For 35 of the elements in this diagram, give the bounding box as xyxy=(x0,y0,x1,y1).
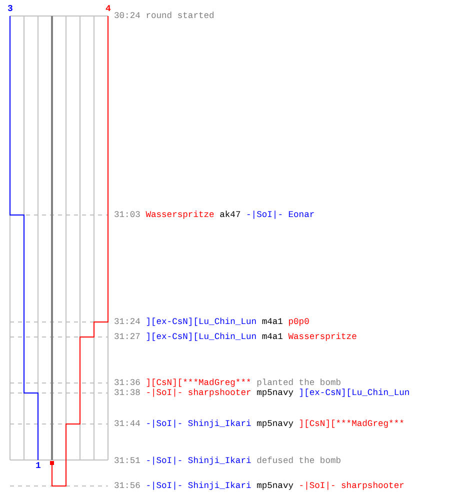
timestamp: 31:51 xyxy=(114,456,140,466)
timestamp: 30:24 xyxy=(114,11,140,21)
player-name: -|SoI|- Shinji_Ikari xyxy=(146,419,252,429)
player-count: 3 xyxy=(8,4,13,14)
timestamp: 31:36 xyxy=(114,378,140,388)
player-name: ][ex-CsN][Lu_Chin_Lun xyxy=(298,388,410,398)
weapon-name: mp5navy xyxy=(256,419,294,429)
player-count: 1 xyxy=(36,461,41,471)
weapon-name: mp5navy xyxy=(256,388,294,398)
weapon-name: m4a1 xyxy=(262,332,283,342)
event-text: planted the bomb xyxy=(256,378,342,388)
timestamp: 31:38 xyxy=(114,388,140,398)
timestamp: 31:56 xyxy=(114,481,140,491)
weapon-name: mp5navy xyxy=(256,481,294,491)
player-name: ][CsN][***MadGreg*** xyxy=(298,419,404,429)
timestamp: 31:44 xyxy=(114,419,140,429)
timestamp: 31:24 xyxy=(114,317,140,327)
timestamp: 31:27 xyxy=(114,332,140,342)
player-name: ][ex-CsN][Lu_Chin_Lun xyxy=(146,317,257,327)
weapon-name: m4a1 xyxy=(262,317,283,327)
player-name: ][CsN][***MadGreg*** xyxy=(146,378,252,388)
player-name: ][ex-CsN][Lu_Chin_Lun xyxy=(146,332,257,342)
player-name: p0p0 xyxy=(288,317,310,327)
player-count: 4 xyxy=(106,4,111,14)
event-text: defused the bomb xyxy=(256,456,342,466)
player-name: -|SoI|- sharpshooter xyxy=(146,388,252,398)
timestamp: 31:03 xyxy=(114,210,140,220)
player-name: -|SoI|- Shinji_Ikari xyxy=(146,456,252,466)
player-name: -|SoI|- Eonar xyxy=(246,210,315,220)
weapon-name: ak47 xyxy=(220,210,241,220)
player-name: -|SoI|- sharpshooter xyxy=(298,481,404,491)
event-text: round started xyxy=(146,11,214,21)
player-name: Wasserspritze xyxy=(146,210,214,220)
player-name: Wasserspritze xyxy=(288,332,357,342)
player-name: -|SoI|- Shinji_Ikari xyxy=(146,481,252,491)
